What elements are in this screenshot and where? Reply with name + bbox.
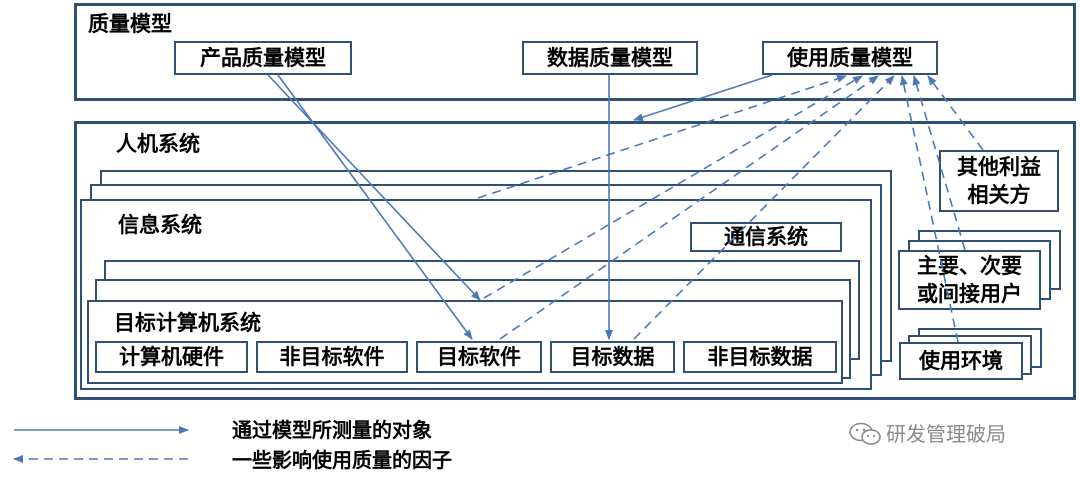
target-software: 目标软件 bbox=[416, 341, 542, 373]
other-stakeholders-line1: 其他利益 bbox=[957, 154, 1041, 179]
watermark: 研发管理破局 bbox=[848, 422, 1006, 446]
human-machine-system-title: 人机系统 bbox=[116, 132, 200, 156]
target-system-title: 目标计算机系统 bbox=[114, 311, 261, 335]
product-quality-model: 产品质量模型 bbox=[174, 41, 352, 75]
target-data: 目标数据 bbox=[550, 341, 675, 373]
non-target-software: 非目标软件 bbox=[256, 341, 408, 373]
users-line1: 主要、次要 bbox=[917, 253, 1022, 278]
legend-dashed-label: 一些影响使用质量的因子 bbox=[232, 448, 452, 472]
computer-hardware: 计算机硬件 bbox=[95, 341, 248, 373]
users: 主要、次要 或间接用户 bbox=[898, 250, 1041, 310]
quality-model-title: 质量模型 bbox=[88, 12, 172, 36]
users-line2: 或间接用户 bbox=[917, 282, 1022, 306]
use-quality-model: 使用质量模型 bbox=[762, 41, 938, 75]
watermark-text: 研发管理破局 bbox=[886, 422, 1006, 446]
data-quality-model: 数据质量模型 bbox=[522, 41, 698, 75]
info-system-title: 信息系统 bbox=[118, 213, 202, 237]
other-stakeholders: 其他利益 相关方 bbox=[939, 150, 1059, 212]
comm-system: 通信系统 bbox=[690, 222, 842, 252]
wechat-icon bbox=[849, 422, 881, 445]
legend-solid-label: 通过模型所测量的对象 bbox=[232, 418, 432, 442]
non-target-data: 非目标数据 bbox=[683, 341, 837, 373]
other-stakeholders-line2: 相关方 bbox=[967, 183, 1031, 207]
use-environment: 使用环境 bbox=[899, 342, 1023, 380]
